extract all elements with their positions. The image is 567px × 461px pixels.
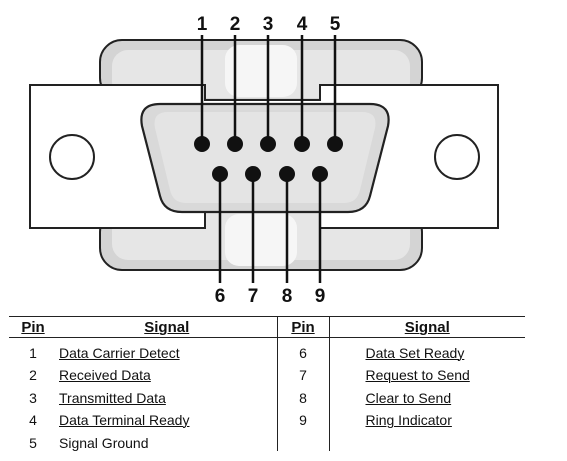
header-signal-right: Signal <box>328 316 525 338</box>
left-pin-cell: 3 <box>29 389 37 406</box>
right-pin-cell <box>276 428 329 451</box>
pin-3 <box>260 136 276 152</box>
pin-label-6: 6 <box>215 286 226 307</box>
right-signal-cell: Request to Send <box>328 360 525 383</box>
table-row: 2 Received Data 7 Request to Send <box>9 360 525 383</box>
right-pin-cell: 8 <box>276 383 329 406</box>
pin-leaders-top <box>200 35 337 140</box>
pin-row-top <box>194 136 343 152</box>
table-header-row: Pin Signal Pin Signal <box>9 316 525 338</box>
mounting-hole-right <box>434 134 480 180</box>
pin-label-1: 1 <box>197 14 208 35</box>
left-signal-cell: Transmitted Data <box>59 389 166 406</box>
right-pin-cell: 7 <box>276 360 329 383</box>
pin-2 <box>227 136 243 152</box>
pin-label-7: 7 <box>248 286 259 307</box>
table-row: 5 Signal Ground <box>9 428 525 451</box>
right-signal-cell: Ring Indicator <box>328 405 525 428</box>
pin-1 <box>194 136 210 152</box>
table-row: 4 Data Terminal Ready 9 Ring Indicator <box>9 405 525 428</box>
pin-label-9: 9 <box>315 286 326 307</box>
pin-label-5: 5 <box>330 14 341 35</box>
pin-5 <box>327 136 343 152</box>
right-signal-cell: Clear to Send <box>328 383 525 406</box>
pinout-table: Pin Signal Pin Signal 1 Data Carrier Det… <box>9 316 525 451</box>
pin-7 <box>245 166 261 182</box>
pin-4 <box>294 136 310 152</box>
pin-8 <box>279 166 295 182</box>
left-signal-cell: Data Terminal Ready <box>59 412 190 428</box>
left-pin-cell: 4 <box>29 412 37 428</box>
db9-connector-diagram: 1 2 3 4 5 6 7 8 9 <box>29 14 499 307</box>
header-pin-left: Pin <box>9 316 57 338</box>
pin-label-3: 3 <box>263 14 274 35</box>
mounting-hole-left <box>49 134 95 180</box>
left-signal-cell: Signal Ground <box>59 434 149 451</box>
pin-label-4: 4 <box>297 14 308 35</box>
left-pin-cell: 5 <box>29 434 37 451</box>
left-pin-cell: 2 <box>29 367 37 383</box>
right-pin-cell: 9 <box>276 405 329 428</box>
left-signal-cell: Data Carrier Detect <box>59 344 180 361</box>
header-pin-right: Pin <box>276 316 329 338</box>
pin-9 <box>312 166 328 182</box>
pin-label-8: 8 <box>282 286 293 307</box>
right-signal-cell <box>328 428 525 451</box>
left-signal-cell: Received Data <box>59 367 151 383</box>
table-row: 1 Data Carrier Detect 6 Data Set Ready <box>9 337 525 361</box>
right-pin-cell: 6 <box>276 337 329 361</box>
pin-leaders-bottom <box>218 172 322 283</box>
pin-label-2: 2 <box>230 14 241 35</box>
pin-row-bottom <box>212 166 328 182</box>
table-row: 3 Transmitted Data 8 Clear to Send <box>9 383 525 406</box>
header-signal-left: Signal <box>57 316 277 338</box>
right-signal-cell: Data Set Ready <box>328 337 525 361</box>
left-pin-cell: 1 <box>29 344 37 361</box>
pin-6 <box>212 166 228 182</box>
